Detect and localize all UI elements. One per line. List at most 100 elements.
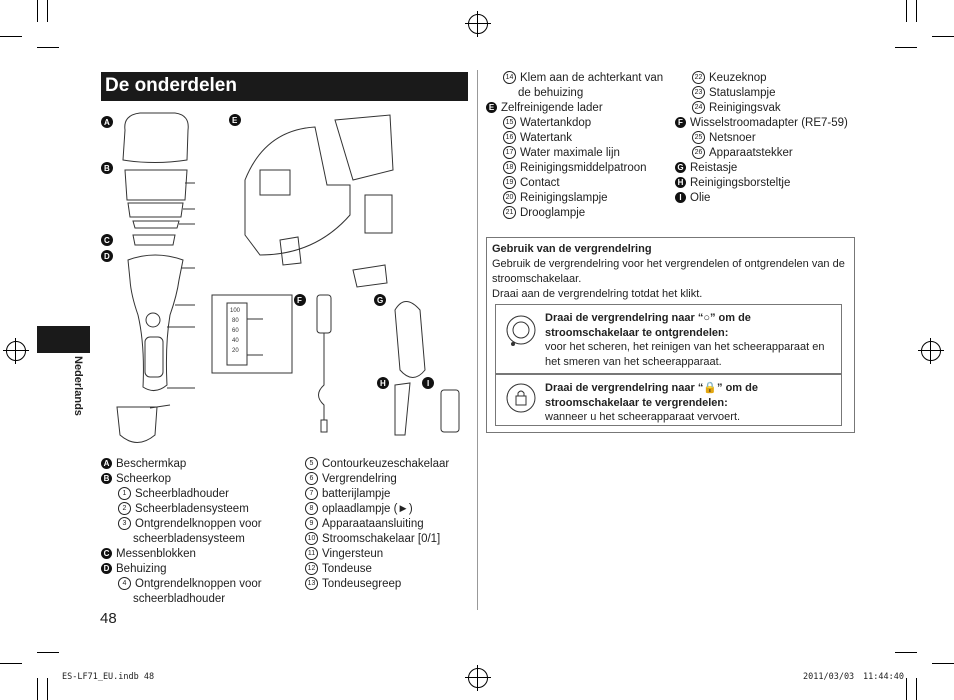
- column-divider: [477, 70, 478, 610]
- list-item: de behuizing: [518, 87, 584, 99]
- crop-mark: [47, 678, 48, 700]
- shaver-head-drawing: [124, 169, 188, 201]
- crop-mark: [932, 36, 954, 37]
- label-a: A: [104, 118, 110, 127]
- crop-mark: [37, 47, 59, 48]
- label-g: G: [377, 296, 383, 305]
- crop-mark: [895, 47, 917, 48]
- footer-file: ES-LF71_EU.indb 48: [62, 672, 155, 682]
- crop-mark: [916, 678, 917, 700]
- label-c: C: [104, 236, 110, 245]
- label-d: D: [104, 252, 110, 261]
- lock-ring-click-note: Draai aan de vergrendelring totdat het k…: [492, 288, 703, 300]
- brush-drawing: [394, 382, 411, 436]
- crop-mark: [916, 0, 917, 22]
- crop-mark: [37, 0, 38, 22]
- trimmer-drawing: [116, 406, 158, 443]
- label-i: I: [427, 379, 429, 388]
- gauge-label: 40: [232, 338, 239, 344]
- registration-mark-icon: [3, 338, 29, 364]
- crop-mark: [37, 652, 59, 653]
- lock-ring-info-box: Gebruik van de vergrendelring Gebruik de…: [486, 237, 855, 433]
- shaver-body-drawing: [127, 254, 184, 391]
- crop-mark: [0, 663, 22, 664]
- list-item: scheerbladensysteem: [133, 533, 245, 545]
- lock-ring-instructions: Gebruik de vergrendelring voor het vergr…: [492, 258, 845, 285]
- crop-mark: [895, 652, 917, 653]
- registration-mark-icon: [465, 11, 491, 37]
- list-item: scheerbladhouder: [133, 593, 226, 605]
- label-b: B: [104, 164, 110, 173]
- page-title: De onderdelen: [105, 75, 237, 96]
- unlock-ring-icon: [506, 315, 536, 346]
- crop-mark: [932, 663, 954, 664]
- travel-pouch-drawing: [394, 301, 426, 378]
- label-h: H: [380, 379, 386, 388]
- lock-description: wanneer u het scheerapparaat vervoert.: [545, 411, 741, 423]
- display-inset-drawing: [211, 294, 293, 374]
- crop-mark: [906, 0, 907, 22]
- parts-diagram: A B C D E F G H I 100 80 60 40 20: [101, 112, 460, 443]
- footer-date: 2011/03/03: [803, 672, 855, 682]
- unlock-panel: Draai de vergrendelring naar “○” om de s…: [495, 304, 842, 374]
- lock-ring-icon: [506, 383, 536, 413]
- blades-drawing: [132, 234, 176, 246]
- language-label: Nederlands: [72, 356, 84, 416]
- oil-bottle-drawing: [440, 389, 460, 433]
- gauge-label: 80: [232, 318, 239, 324]
- unlock-instruction: Draai de vergrendelring naar “○” om de s…: [545, 312, 751, 339]
- page-number: 48: [100, 610, 117, 627]
- cleaning-charger-drawing: [244, 126, 351, 256]
- lock-instruction: Draai de vergrendelring naar “🔒” om de s…: [545, 382, 758, 409]
- label-f: F: [297, 296, 302, 305]
- adapter-drawing: [316, 294, 332, 334]
- language-tab: [37, 326, 90, 353]
- crop-mark: [906, 678, 907, 700]
- crop-mark: [0, 36, 22, 37]
- protective-cap-drawing: [122, 112, 189, 163]
- gauge-label: 60: [232, 328, 239, 334]
- cartridge-drawing: [352, 264, 388, 288]
- footer-time: 11:44:40: [863, 672, 904, 682]
- lock-ring-heading: Gebruik van de vergrendelring: [492, 243, 652, 255]
- gauge-label: 100: [230, 308, 241, 314]
